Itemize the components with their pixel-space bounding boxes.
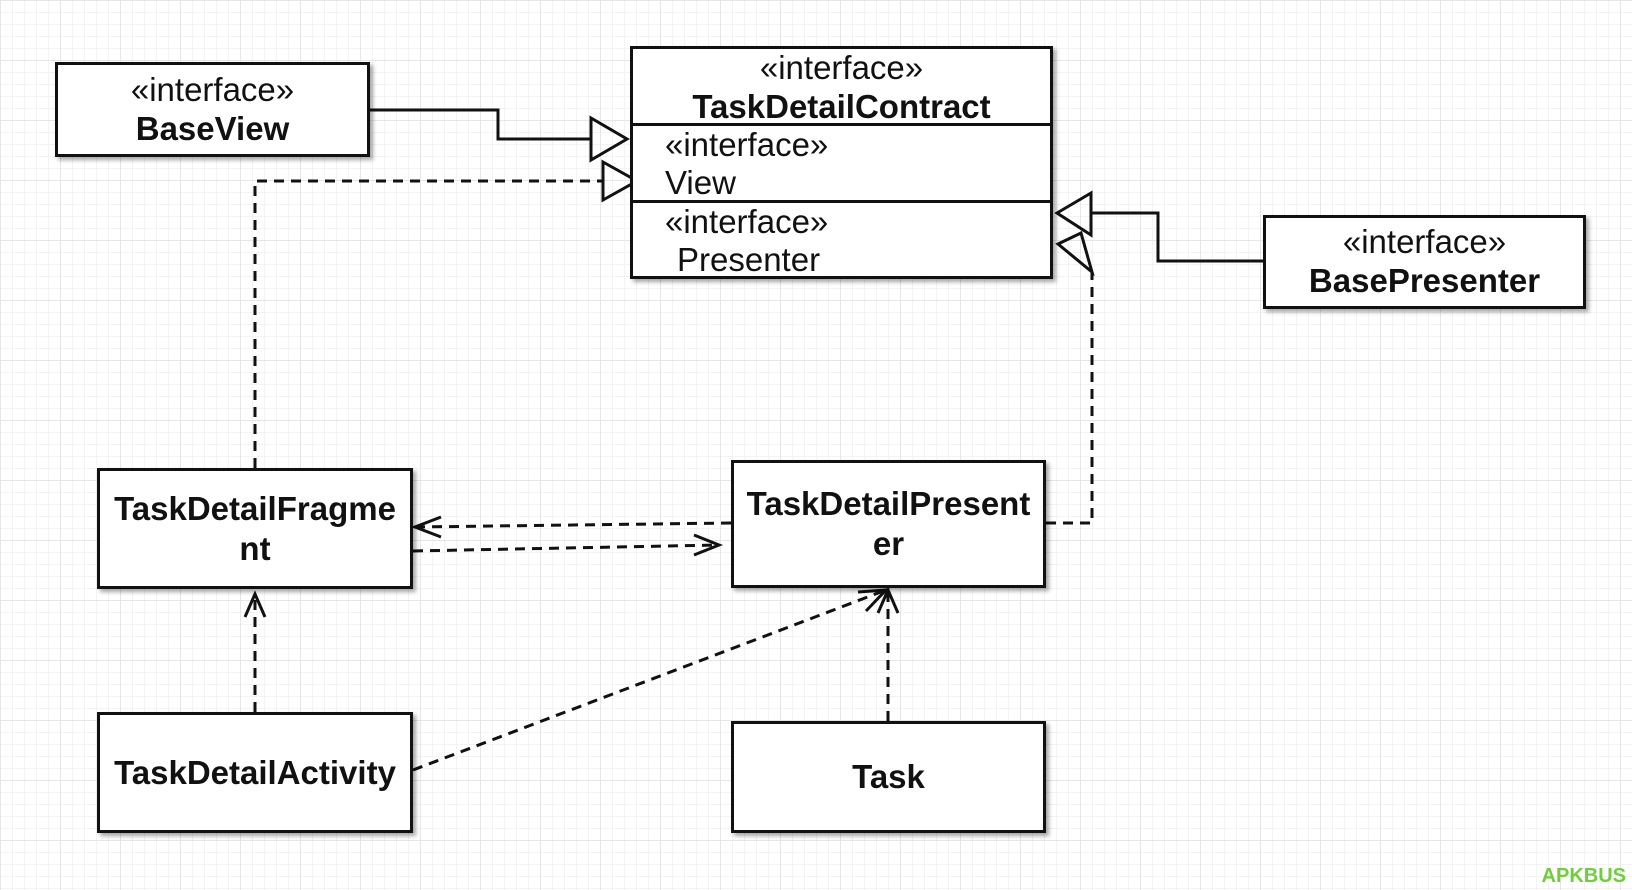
contract-presenter-name: Presenter (677, 241, 821, 278)
taskdetailactivity-name: TaskDetailActivity (114, 753, 396, 791)
baseview-generalization-line (370, 108, 591, 141)
fragment-realization-line (253, 179, 603, 468)
baseview-stereotype: «interface» (130, 70, 295, 108)
basepresenter-name: BasePresenter (1308, 262, 1541, 299)
taskdetailactivity-class-box: TaskDetailActivity (97, 712, 413, 833)
basepresenter-generalization-line (1091, 211, 1263, 263)
contract-presenter-section: «interface» Presenter (633, 203, 1050, 279)
contract-presenter-stereotype: «interface» (665, 203, 829, 240)
contract-view-stereotype: «interface» (665, 126, 829, 163)
taskdetailpresenter-class-box: TaskDetailPresenter (731, 460, 1046, 588)
contract-view-name: View (665, 164, 736, 201)
taskdetailfragment-class-box: TaskDetailFragment (97, 468, 413, 589)
fragment-to-presenter-dependency (412, 543, 720, 553)
presenter-realization-line (1046, 272, 1094, 525)
basepresenter-interface-box: «interface» BasePresenter (1263, 215, 1586, 309)
fragment-to-presenter-arrowhead (693, 533, 724, 557)
baseview-interface-box: «interface» BaseView (55, 62, 370, 157)
task-class-box: Task (731, 721, 1046, 833)
contract-name: TaskDetailContract (692, 88, 991, 125)
contract-header: «interface» TaskDetailContract (633, 49, 1050, 126)
taskdetailfragment-name: TaskDetailFragment (114, 489, 396, 567)
contract-stereotype: «interface» (759, 49, 924, 86)
task-name: Task (852, 758, 925, 795)
task-to-presenter-arrowhead (876, 586, 900, 614)
basepresenter-stereotype: «interface» (1342, 223, 1507, 260)
taskdetailcontract-box: «interface» TaskDetailContract «interfac… (630, 46, 1053, 279)
presenter-to-fragment-arrowhead (410, 515, 442, 539)
apkbus-watermark: APKBUS (1541, 865, 1626, 887)
presenter-to-fragment-dependency (414, 521, 732, 529)
basepresenter-generalization-arrowhead (1054, 190, 1093, 238)
activity-to-presenter-arrowhead (857, 588, 890, 613)
baseview-name: BaseView (135, 109, 290, 147)
taskdetailpresenter-name: TaskDetailPresenter (746, 485, 1031, 562)
fragment-realization-arrowhead (601, 159, 641, 203)
baseview-generalization-arrowhead (589, 115, 630, 163)
activity-to-fragment-arrowhead (243, 590, 267, 618)
contract-view-section: «interface» View (633, 126, 1050, 203)
presenter-realization-arrowhead (1055, 230, 1095, 277)
